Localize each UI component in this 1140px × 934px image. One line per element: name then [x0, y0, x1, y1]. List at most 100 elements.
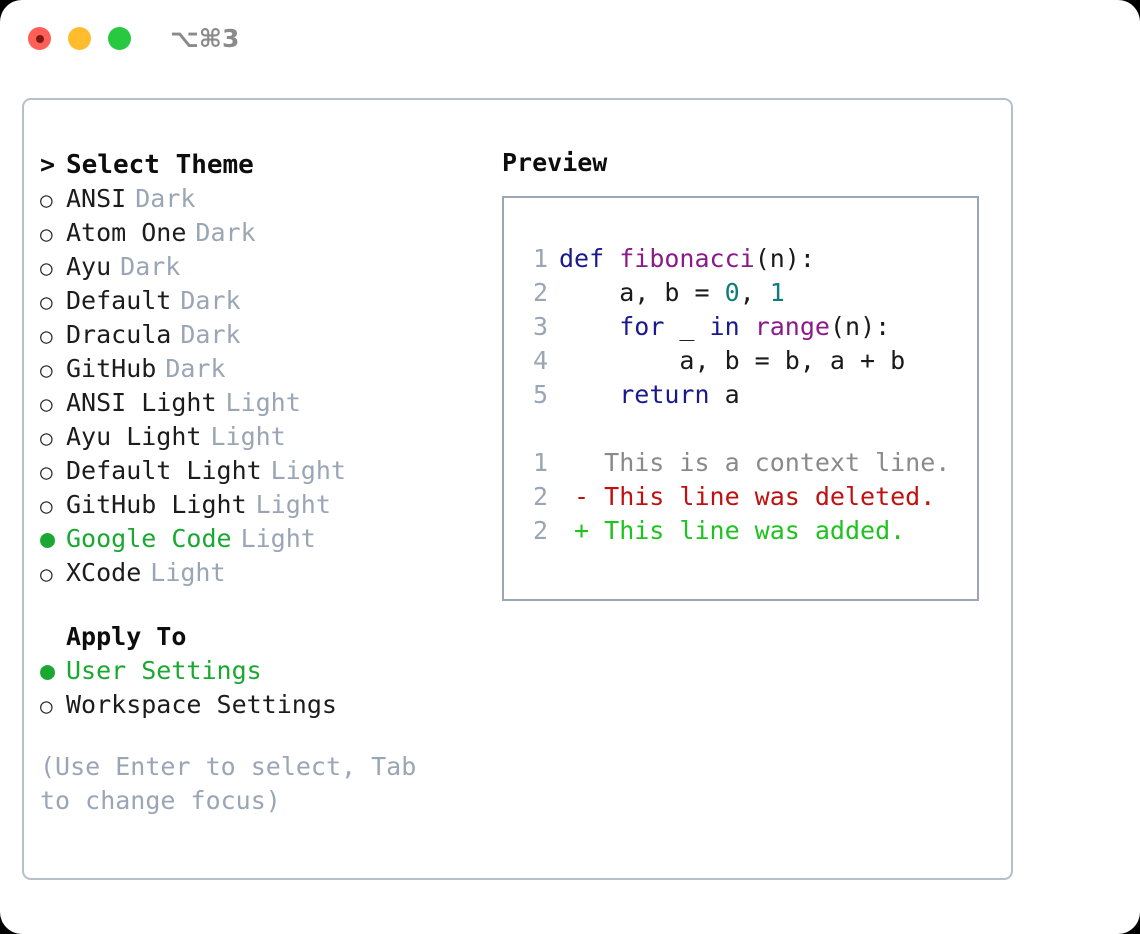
page-title: Select Theme — [66, 150, 254, 180]
code-token: a — [709, 380, 740, 409]
code-diff-gap — [504, 412, 977, 446]
code-line: 5 return a — [504, 378, 977, 412]
diff-text: - This line was deleted. — [559, 482, 936, 511]
code-token: 0 — [724, 278, 740, 307]
theme-list-item[interactable]: ○ ANSI Dark — [40, 182, 490, 216]
theme-kind-badge: Light — [210, 422, 286, 451]
theme-name: Dracula — [66, 320, 172, 349]
apply-to-title-row: ○Apply To — [40, 620, 490, 654]
radio-selected-icon[interactable]: ● — [40, 524, 56, 553]
radio-unselected-icon[interactable]: ○ — [40, 358, 53, 382]
theme-name: GitHub — [66, 354, 157, 383]
apply-to-option-label: Workspace Settings — [66, 690, 337, 719]
theme-kind-badge: Dark — [195, 218, 256, 247]
line-number: 3 — [532, 312, 548, 341]
radio-unselected-icon[interactable]: ○ — [40, 392, 53, 416]
radio-unselected-icon[interactable]: ○ — [40, 494, 53, 518]
code-token: range — [754, 312, 830, 341]
diff-text: + This line was added. — [559, 516, 906, 545]
prompt-marker-icon: > — [40, 150, 56, 179]
radio-selected-icon[interactable]: ● — [40, 656, 56, 685]
radio-unselected-icon[interactable]: ○ — [40, 562, 53, 586]
code-token: return — [619, 380, 710, 409]
radio-unselected-icon[interactable]: ○ — [40, 256, 53, 280]
code-token: _ — [664, 312, 710, 341]
theme-kind-badge: Dark — [180, 320, 241, 349]
theme-name: XCode — [66, 558, 142, 587]
radio-unselected-icon[interactable]: ○ — [40, 324, 53, 348]
line-number: 1 — [532, 244, 548, 273]
theme-list-item[interactable]: ○ Ayu Dark — [40, 250, 490, 284]
theme-list-item[interactable]: ○ Default Light Light — [40, 454, 490, 488]
radio-unselected-icon[interactable]: ○ — [40, 426, 53, 450]
theme-kind-badge: Light — [240, 524, 316, 553]
code-token: in — [709, 312, 740, 341]
line-number: 2 — [532, 278, 548, 307]
preview-title: Preview — [502, 148, 608, 177]
apply-to-option[interactable]: ● User Settings — [40, 654, 490, 688]
theme-kind-badge: Light — [225, 388, 301, 417]
diff-line: 1 This is a context line. — [504, 446, 977, 480]
theme-list-item[interactable]: ○ ANSI Light Light — [40, 386, 490, 420]
line-number: 5 — [532, 380, 548, 409]
theme-list-item[interactable]: ● Google Code Light — [40, 522, 490, 556]
theme-name: Default — [66, 286, 172, 315]
theme-kind-badge: Light — [150, 558, 226, 587]
theme-kind-badge: Dark — [120, 252, 181, 281]
apply-to-title: Apply To — [66, 622, 187, 651]
theme-name: Ayu — [66, 252, 112, 281]
line-number: 4 — [532, 346, 548, 375]
code-token: fibonacci — [619, 244, 755, 273]
close-button[interactable] — [28, 27, 51, 50]
line-number: 2 — [532, 482, 548, 511]
radio-unselected-icon[interactable]: ○ — [40, 460, 53, 484]
code-token — [740, 312, 755, 341]
theme-kind-badge: Light — [270, 456, 346, 485]
code-token: for — [619, 312, 665, 341]
theme-kind-badge: Dark — [180, 286, 241, 315]
apply-to-option[interactable]: ○ Workspace Settings — [40, 688, 490, 722]
theme-list-item[interactable]: ○ XCode Light — [40, 556, 490, 590]
theme-list-item[interactable]: ○ Dracula Dark — [40, 318, 490, 352]
theme-list-item[interactable]: ○ Ayu Light Light — [40, 420, 490, 454]
code-line: 3 for _ in range(n): — [504, 310, 977, 344]
apply-to-option-label: User Settings — [66, 656, 262, 685]
theme-name: ANSI — [66, 184, 127, 213]
theme-list-item[interactable]: ○ Atom One Dark — [40, 216, 490, 250]
theme-picker-title-row: > Select Theme — [40, 148, 490, 182]
theme-name: ANSI Light — [66, 388, 217, 417]
radio-unselected-icon[interactable]: ○ — [40, 694, 53, 718]
code-token — [559, 312, 619, 341]
radio-unselected-icon[interactable]: ○ — [40, 188, 53, 212]
code-token — [559, 380, 619, 409]
diff-sample: 1 This is a context line.2 - This line w… — [504, 446, 977, 548]
title-bar: ⌥⌘3 — [0, 0, 1140, 78]
code-line: 4 a, b = b, a + b — [504, 344, 977, 378]
code-token: a, b = b, a + b — [559, 346, 906, 375]
code-token: def — [559, 244, 620, 273]
theme-name: Ayu Light — [66, 422, 202, 451]
code-token: , — [739, 278, 770, 307]
diff-line: 2 + This line was added. — [504, 514, 977, 548]
minimize-button[interactable] — [68, 27, 91, 50]
maximize-button[interactable] — [108, 27, 131, 50]
theme-kind-badge: Dark — [135, 184, 196, 213]
apply-to-list: ● User Settings ○ Workspace Settings — [40, 654, 490, 722]
theme-name: Google Code — [66, 524, 232, 553]
radio-unselected-icon[interactable]: ○ — [40, 222, 53, 246]
theme-name: Atom One — [66, 218, 187, 247]
window-controls — [28, 27, 131, 50]
theme-list-item[interactable]: ○ Default Dark — [40, 284, 490, 318]
theme-name: Default Light — [66, 456, 262, 485]
radio-unselected-icon[interactable]: ○ — [40, 290, 53, 314]
blank-marker-icon: ○ — [40, 620, 66, 654]
